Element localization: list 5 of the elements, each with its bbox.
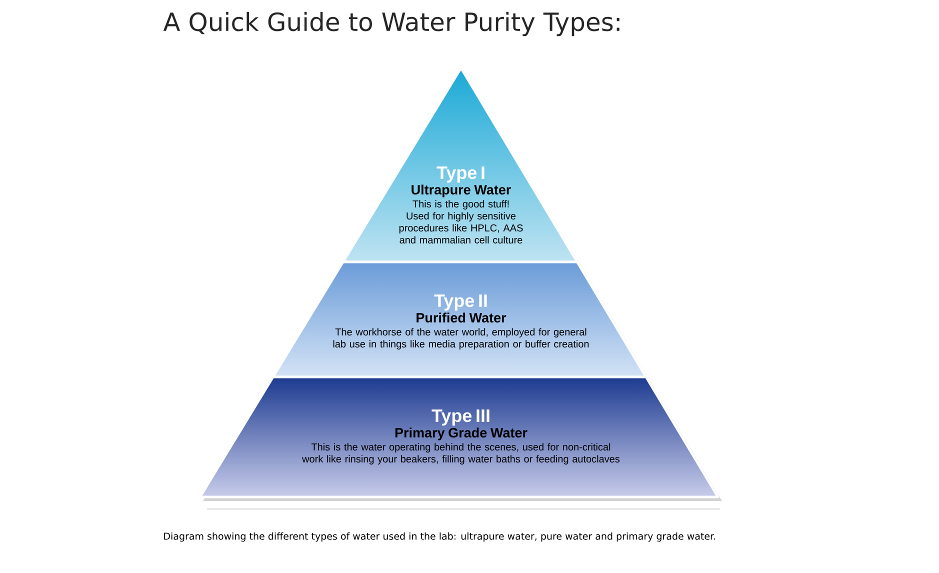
- pyramid-tier: Type II Purified Water The workhorse of the water world, employed for general lab use in things like media preparation or buffer creation: [272, 260, 648, 378]
- pyramid-tier: Type I Ultrapure Water This is the good stuff! Used for highly sensitive procedures like HPLC, AAS and mammalian cell culture: [342, 66, 578, 264]
- pyramid-tier: Type III Primary Grade Water This is the water operating behind the scenes, used for non-critical work like rinsing your beakers, filling water baths or feeding autoclaves: [198, 376, 720, 498]
- title: A Quick Guide to Water Purity Types:: [163, 12, 620, 36]
- caption: Diagram showing the different types of water used in the lab: ultrapure water, pure water and primary grade water.: [164, 532, 716, 542]
